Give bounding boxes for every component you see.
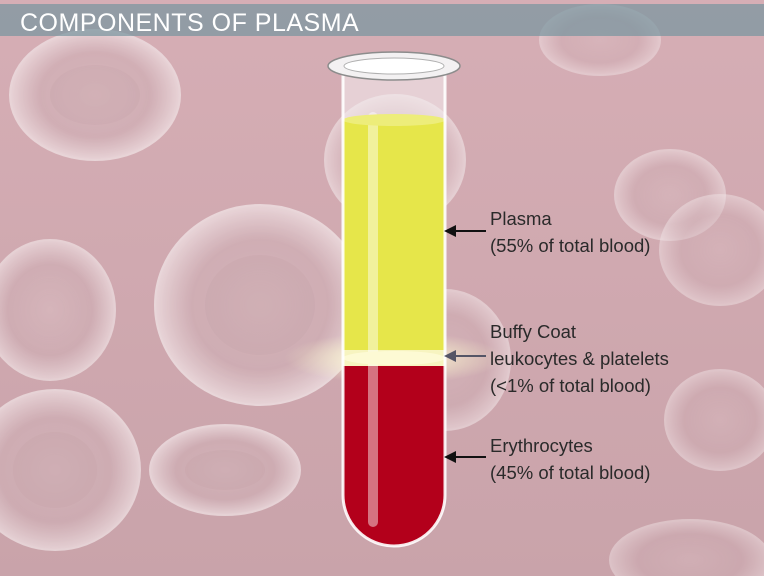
test-tube xyxy=(284,51,504,548)
buffy-coat-name: Buffy Coat xyxy=(490,321,577,342)
buffy-coat-detail: leukocytes & platelets xyxy=(490,348,669,369)
erythrocytes-detail: (45% of total blood) xyxy=(490,462,651,483)
page-title: COMPONENTS OF PLASMA xyxy=(20,9,360,37)
plasma-layer xyxy=(343,120,445,350)
title-bar: COMPONENTS OF PLASMA xyxy=(0,4,764,37)
buffy-coat-label: Buffy Coat leukocytes & platelets (<1% o… xyxy=(490,318,669,399)
buffy-coat-arrow xyxy=(444,350,486,362)
erythrocytes-label: Erythrocytes (45% of total blood) xyxy=(490,432,650,486)
erythrocytes-arrow xyxy=(444,451,486,463)
erythrocytes-name: Erythrocytes xyxy=(490,435,593,456)
plasma-label: Plasma (55% of total blood) xyxy=(490,205,650,259)
buffy-coat-percent: (<1% of total blood) xyxy=(490,375,651,396)
plasma-name: Plasma xyxy=(490,208,552,229)
plasma-detail: (55% of total blood) xyxy=(490,235,651,256)
erythrocytes-layer xyxy=(343,366,445,546)
plasma-arrow xyxy=(444,225,486,237)
